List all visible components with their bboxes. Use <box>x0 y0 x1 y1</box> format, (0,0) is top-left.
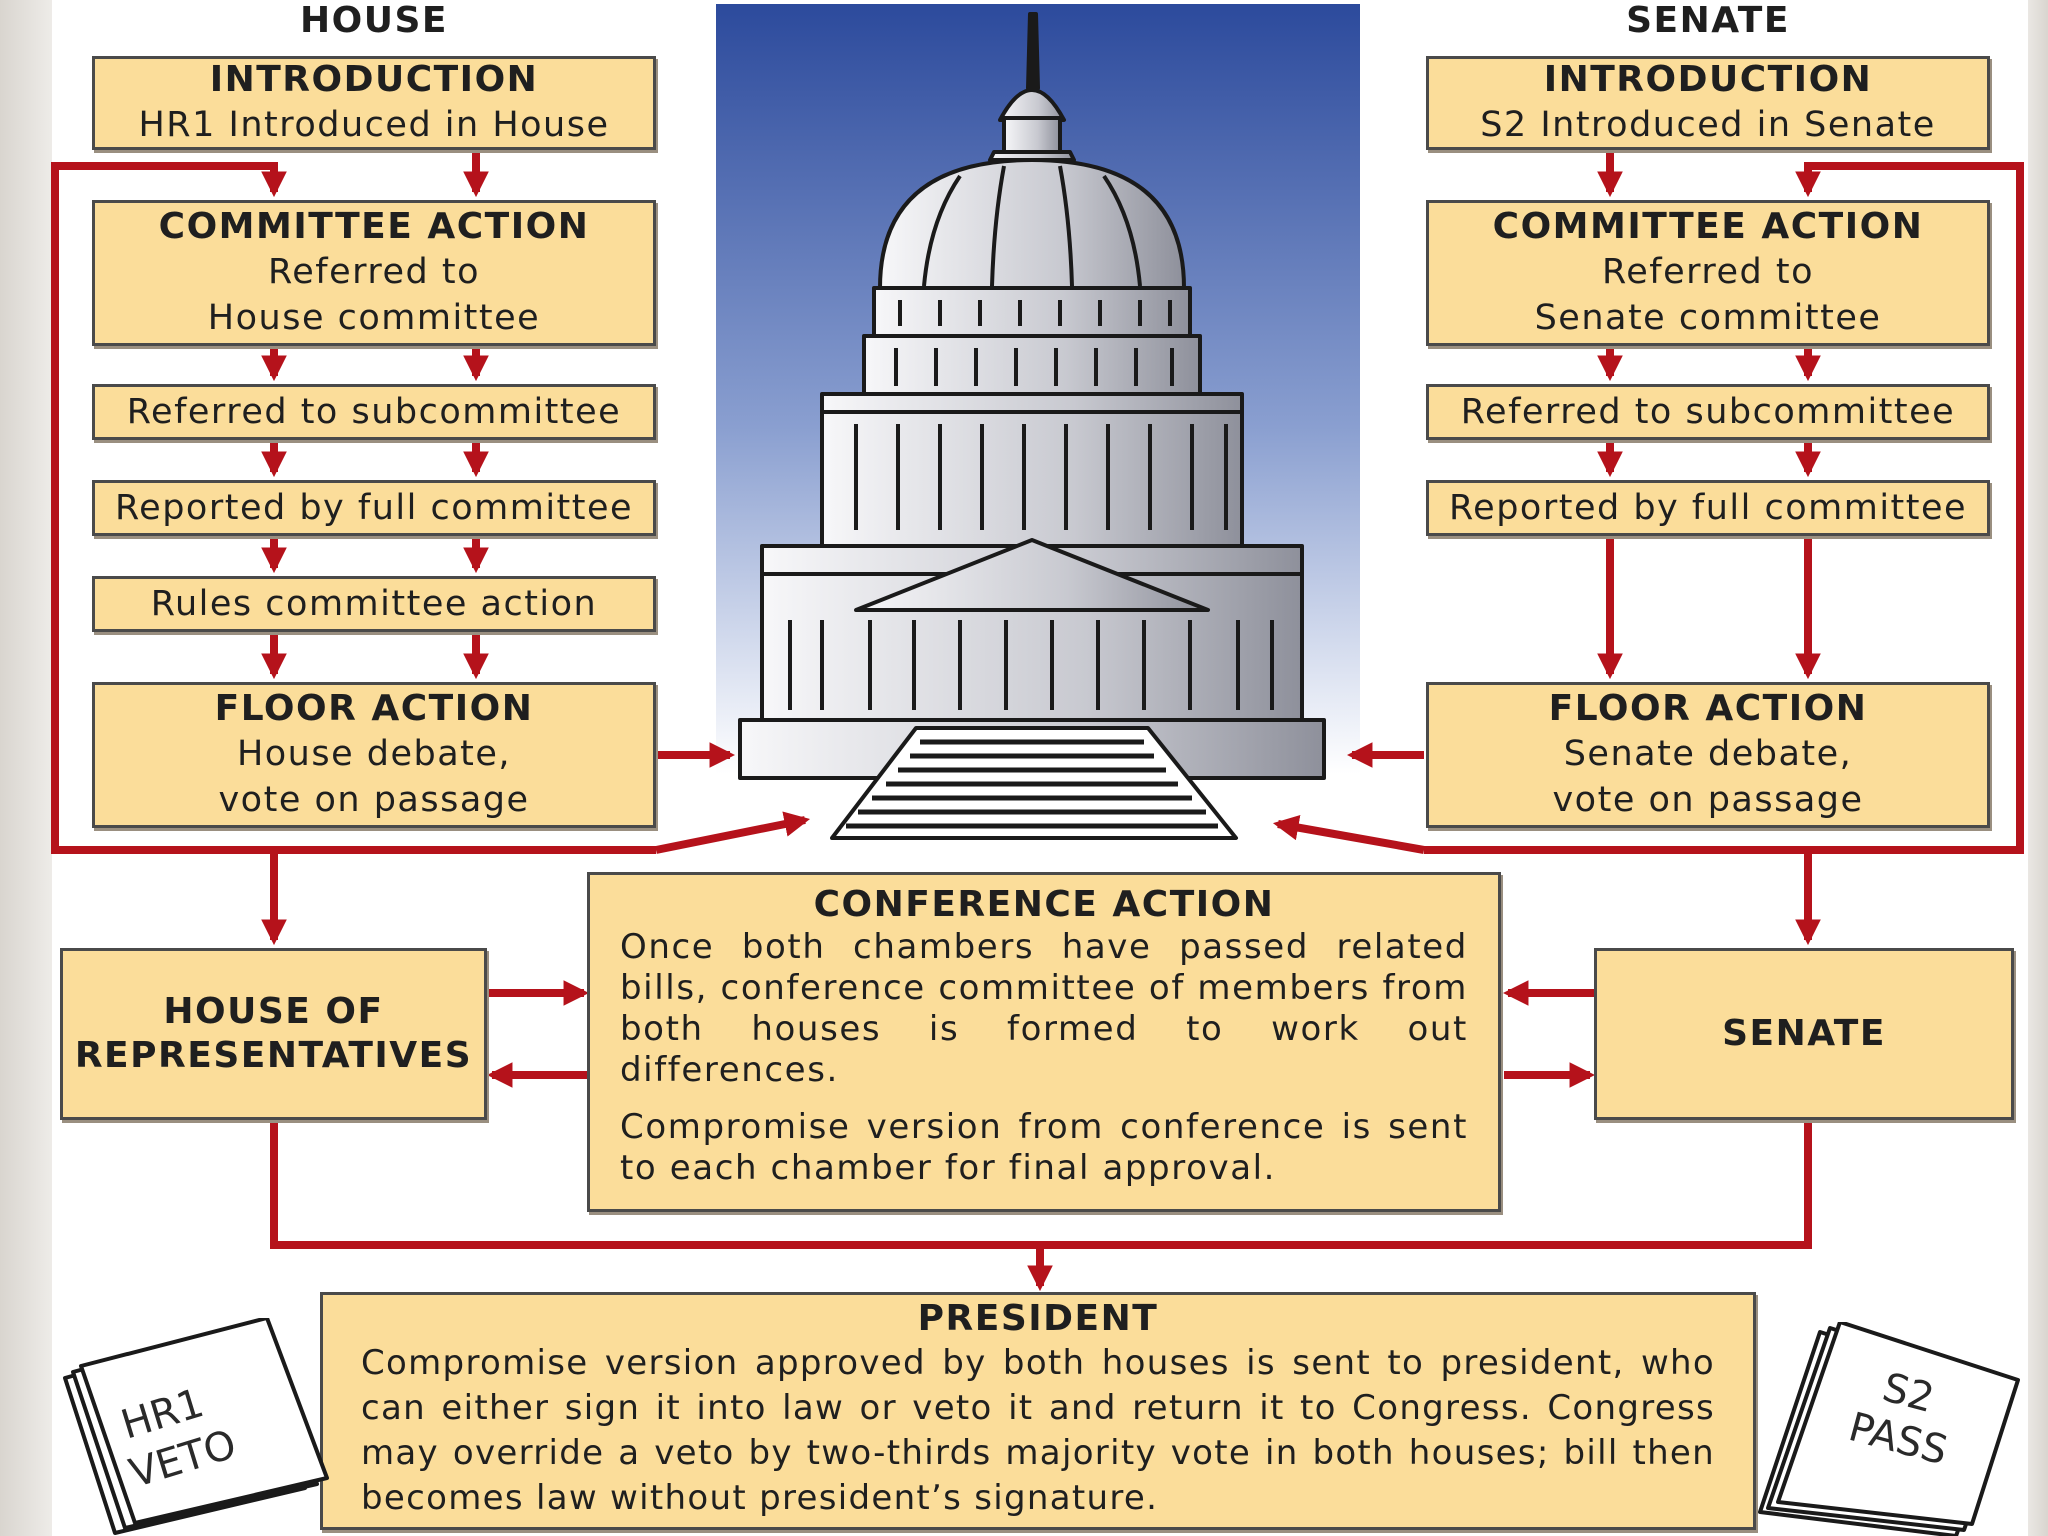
senate-full-committee-text: Reported by full committee <box>1448 488 1968 528</box>
senate-introduction-text: S2 Introduced in Senate <box>1480 105 1936 145</box>
senate-arrow-loop-to-capitol <box>1272 814 1425 854</box>
senate-floor-line2: vote on passage <box>1552 780 1864 820</box>
house-floor-action-box: FLOOR ACTION House debate, vote on passa… <box>92 682 656 828</box>
house-full-committee-box: Reported by full committee <box>92 480 656 536</box>
house-column-title: HOUSE <box>300 0 448 41</box>
senate-full-committee-box: Reported by full committee <box>1426 480 1990 536</box>
capitol-building-illustration <box>738 12 1326 840</box>
senate-subcommittee-text: Referred to subcommittee <box>1460 392 1956 432</box>
house-full-committee-text: Reported by full committee <box>114 488 634 528</box>
senate-floor-heading: FLOOR ACTION <box>1548 688 1868 729</box>
senate-committee-line1: Referred to <box>1601 252 1815 292</box>
senate-committee-heading: COMMITTEE ACTION <box>1492 206 1924 247</box>
senate-introduction-box: INTRODUCTION S2 Introduced in Senate <box>1426 56 1990 150</box>
house-floor-line2: vote on passage <box>218 780 530 820</box>
house-introduction-box: INTRODUCTION HR1 Introduced in House <box>92 56 656 150</box>
conference-paragraph-1: Once both chambers have passed related b… <box>620 927 1468 1090</box>
house-committee-heading: COMMITTEE ACTION <box>158 206 590 247</box>
house-committee-action-box: COMMITTEE ACTION Referred to House commi… <box>92 200 656 346</box>
pass-document-illustration: S2 PASS <box>1758 1322 2020 1536</box>
house-committee-line2: House committee <box>207 298 541 338</box>
house-floor-line1: House debate, <box>236 734 512 774</box>
house-subcommittee-text: Referred to subcommittee <box>126 392 622 432</box>
left-margin-shade <box>0 0 60 1536</box>
house-committee-line1: Referred to <box>267 252 481 292</box>
conference-paragraph-2: Compromise version from conference is se… <box>620 1107 1468 1188</box>
president-heading: PRESIDENT <box>917 1298 1159 1339</box>
senate-floor-action-box: FLOOR ACTION Senate debate, vote on pass… <box>1426 682 1990 828</box>
senate-column-title: SENATE <box>1626 0 1790 41</box>
house-chamber-line2: REPRESENTATIVES <box>74 1035 473 1076</box>
house-of-representatives-box: HOUSE OF REPRESENTATIVES <box>60 948 487 1120</box>
house-loop-line <box>51 162 656 854</box>
senate-chamber-label: SENATE <box>1722 1013 1886 1054</box>
house-rules-committee-text: Rules committee action <box>150 584 598 624</box>
senate-committee-action-box: COMMITTEE ACTION Referred to Senate comm… <box>1426 200 1990 346</box>
senate-subcommittee-box: Referred to subcommittee <box>1426 384 1990 440</box>
conference-action-box: CONFERENCE ACTION Once both chambers hav… <box>587 872 1501 1212</box>
house-floor-heading: FLOOR ACTION <box>214 688 534 729</box>
house-subcommittee-box: Referred to subcommittee <box>92 384 656 440</box>
senate-introduction-heading: INTRODUCTION <box>1543 59 1873 100</box>
house-rules-committee-box: Rules committee action <box>92 576 656 632</box>
president-box: PRESIDENT Compromise version approved by… <box>320 1292 1756 1530</box>
president-text: Compromise version approved by both hous… <box>361 1343 1715 1518</box>
house-introduction-text: HR1 Introduced in House <box>138 105 610 145</box>
senate-floor-line1: Senate debate, <box>1563 734 1853 774</box>
conference-heading: CONFERENCE ACTION <box>813 884 1275 925</box>
senate-committee-line2: Senate committee <box>1534 298 1882 338</box>
veto-document-illustration: HR1 VETO <box>63 1318 329 1535</box>
house-chamber-line1: HOUSE OF <box>163 991 384 1032</box>
senate-loop-line <box>1424 162 2024 854</box>
senate-chamber-box: SENATE <box>1594 948 2014 1120</box>
house-arrow-loop-to-capitol <box>655 811 811 854</box>
house-introduction-heading: INTRODUCTION <box>209 59 539 100</box>
